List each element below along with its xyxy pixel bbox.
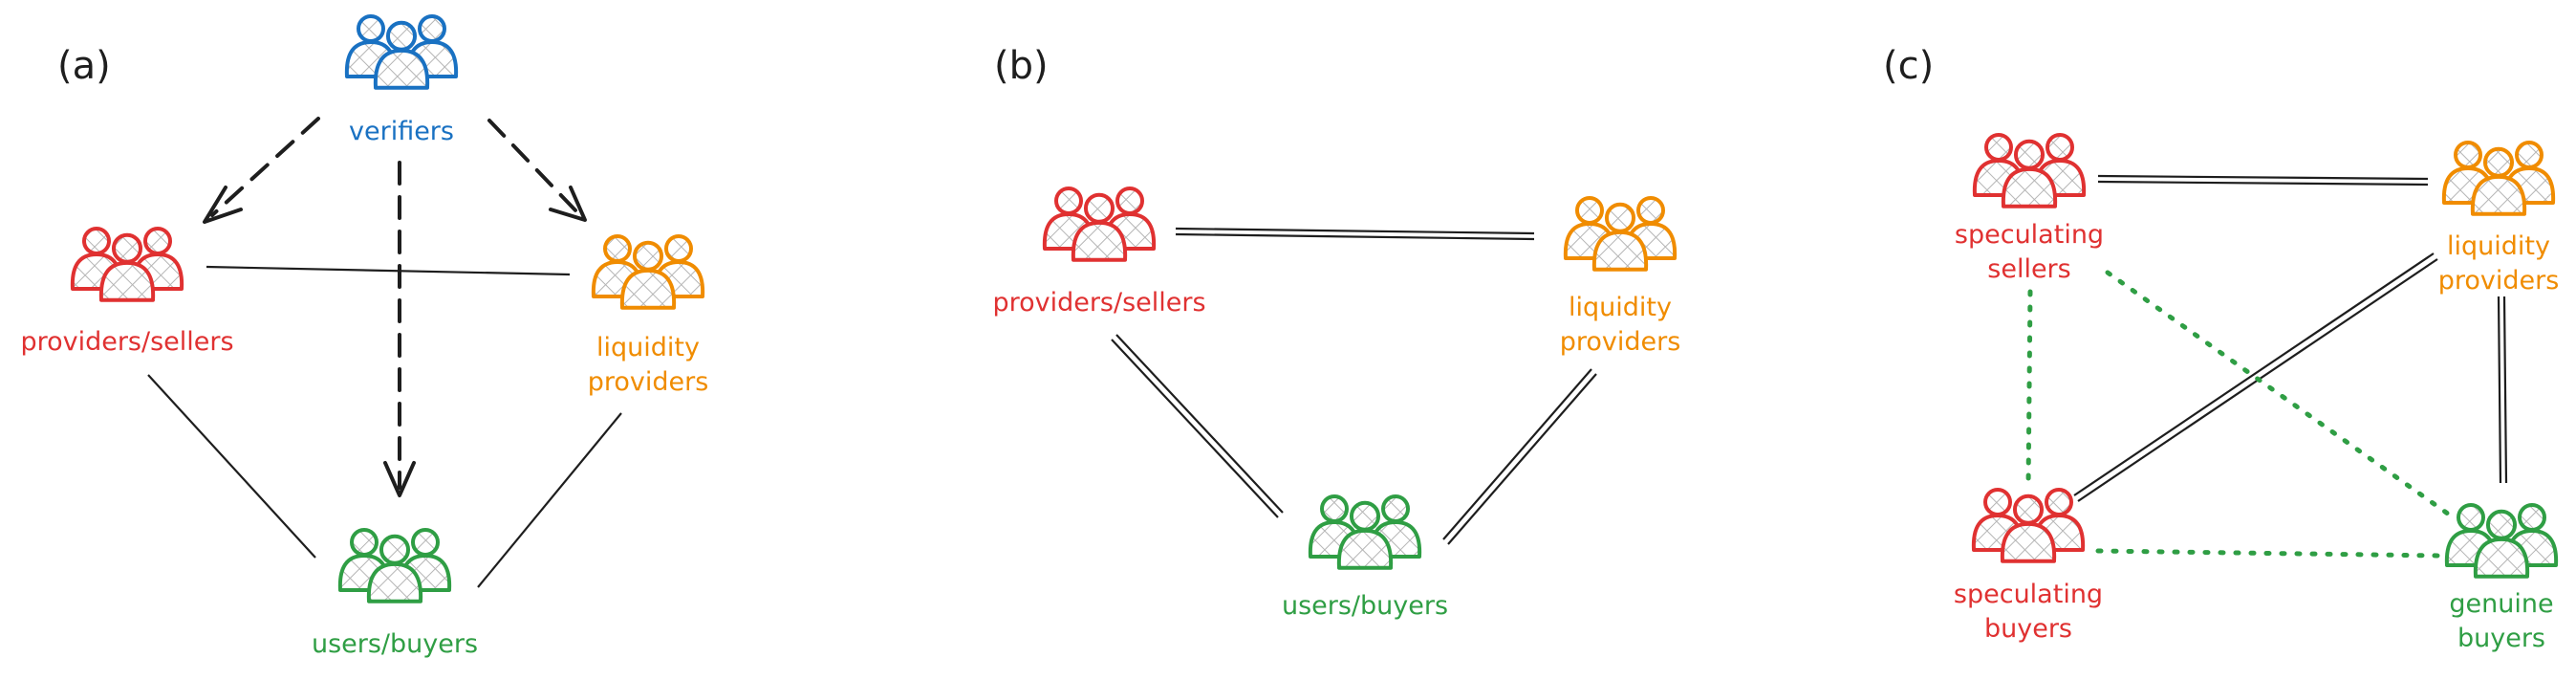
node-providers-sellers: providers/sellers	[20, 227, 234, 357]
edge-a-providers-users	[147, 374, 316, 559]
panel-b-label: (b)	[994, 44, 1049, 88]
edge-c-sellers-liquidity	[2097, 174, 2429, 186]
node-label-line: sellers	[1987, 254, 2070, 284]
node-label-line: buyers	[1984, 614, 2072, 644]
node-label-line: liquidity	[596, 333, 700, 362]
node-liquidity-providers: liquidity providers	[1560, 196, 1681, 357]
node-providers-sellers: providers/sellers	[992, 186, 1206, 318]
arrow-head-users	[383, 461, 416, 497]
node-label-line: liquidity	[1569, 293, 1672, 322]
people-group-icon	[2444, 503, 2559, 579]
node-speculating-buyers: speculating buyers	[1954, 488, 2103, 644]
people-group-icon	[2441, 141, 2556, 216]
edge-b-liquidity-users	[1442, 368, 1597, 545]
arrow-verifiers-to-providers	[210, 117, 320, 217]
node-label-line: buyers	[2457, 624, 2545, 653]
people-group-icon	[1563, 196, 1678, 272]
node-liquidity-providers: liquidity providers	[2438, 141, 2560, 296]
node-label-line: speculating	[1954, 580, 2103, 609]
edge-c-liquidity-genuine	[2497, 296, 2508, 484]
node-label-line: genuine	[2449, 589, 2553, 619]
node-label-line: verifiers	[349, 117, 454, 146]
node-users-buyers: users/buyers	[1282, 494, 1448, 621]
node-label-line: users/buyers	[312, 629, 478, 659]
people-group-icon	[344, 14, 459, 90]
panel-c-label: (c)	[1883, 44, 1934, 88]
node-label-line: providers	[588, 367, 709, 397]
node-label-line: providers/sellers	[992, 288, 1205, 318]
node-label-line: providers	[2438, 266, 2560, 296]
edge-a-liquidity-users	[477, 412, 622, 588]
edge-a-providers-liquidity	[206, 265, 571, 276]
dotted-c-sellers-spec-buyers	[2025, 289, 2033, 491]
node-verifiers: verifiers	[344, 14, 459, 146]
arrow-verifiers-to-liquidity	[487, 119, 579, 214]
node-label-line: speculating	[1955, 220, 2104, 250]
node-label-line: providers/sellers	[20, 327, 233, 357]
node-label-line: liquidity	[2447, 231, 2550, 261]
people-group-icon	[1042, 186, 1157, 262]
node-users-buyers: users/buyers	[312, 528, 478, 659]
edge-b-providers-users	[1111, 334, 1284, 518]
people-group-icon	[70, 227, 184, 302]
arrow-head-liquidity	[549, 186, 587, 222]
people-group-icon	[591, 234, 705, 310]
node-genuine-buyers: genuine buyers	[2444, 503, 2559, 653]
people-group-icon	[1972, 133, 2087, 208]
node-liquidity-providers: liquidity providers	[588, 234, 709, 397]
dotted-c-spec-buyers-genuine	[2095, 548, 2442, 559]
panel-b: (b) providers/sellers liquidity providers…	[992, 44, 1680, 621]
people-group-icon	[1308, 494, 1422, 570]
panel-a: (a) verifiers providers/sellers liquidit…	[20, 14, 709, 659]
dotted-c-sellers-genuine	[2105, 270, 2455, 519]
edge-b-providers-liquidity	[1175, 227, 1535, 241]
panel-c: (c) speculating sellers liquidity provider…	[1883, 44, 2559, 653]
people-group-icon	[1971, 488, 2086, 563]
node-label-line: users/buyers	[1282, 591, 1448, 621]
arrow-head-providers	[203, 186, 243, 224]
panel-a-label: (a)	[57, 44, 111, 88]
people-group-icon	[337, 528, 452, 603]
node-speculating-sellers: speculating sellers	[1955, 133, 2104, 284]
node-label-line: providers	[1560, 327, 1681, 357]
